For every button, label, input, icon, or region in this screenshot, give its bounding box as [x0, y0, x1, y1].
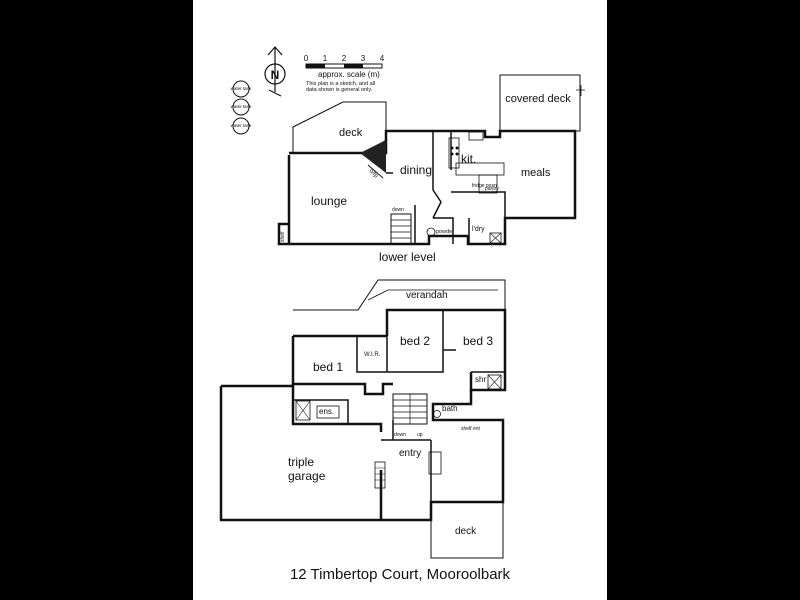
room-dining: dining: [400, 163, 432, 177]
room-deck-upper: deck: [455, 526, 477, 537]
lower-stairs: [390, 213, 412, 245]
label-fridge-position: fridge posn: [472, 183, 497, 189]
scale-note-1: This plan is a sketch, and all: [306, 81, 375, 87]
label-open-fireplace: o/fp: [368, 168, 380, 180]
label-stairs-up: up: [417, 432, 423, 438]
label-shelf-ent: shelf ent: [461, 426, 481, 432]
scale-tick-2: 2: [342, 54, 347, 63]
room-bed-2: bed 2: [400, 334, 430, 348]
scale-title: approx. scale (m): [318, 70, 380, 79]
scale-tick-0: 0: [304, 54, 309, 63]
water-tank-1: water tank: [231, 86, 253, 91]
scale-tick-3: 3: [361, 54, 366, 63]
lower-level-title: lower level: [379, 250, 436, 264]
north-arrow-icon: N: [264, 46, 286, 97]
room-bed-3: bed 3: [463, 334, 493, 348]
label-pantry: pantry: [485, 186, 499, 192]
floor-plan-sheet: 0 1 2 3 4 approx. scale (m) This plan is…: [193, 0, 607, 600]
label-stairs-down: down: [392, 207, 404, 213]
upper-level-plan: verandah bed 1 bed 2 bed 3 W.I.R. ens. b…: [219, 279, 507, 559]
room-deck-lower: deck: [339, 127, 363, 139]
upper-stairs: [392, 393, 428, 425]
floor-plan-drawing: 0 1 2 3 4 approx. scale (m) This plan is…: [219, 46, 585, 559]
room-garage-line-2: garage: [288, 469, 326, 483]
scale-note-2: data shown is general only.: [306, 87, 373, 93]
scale-tick-4: 4: [380, 54, 385, 63]
room-walk-in-robe: W.I.R.: [364, 352, 381, 358]
scale-tick-1: 1: [323, 54, 328, 63]
room-meals: meals: [521, 167, 551, 179]
property-address: 12 Timbertop Court, Mooroolbark: [289, 566, 511, 583]
label-shelf: shelf: [280, 231, 286, 242]
scale-bar: 0 1 2 3 4 approx. scale (m) This plan is…: [304, 54, 385, 93]
room-lounge: lounge: [311, 194, 347, 208]
room-shower: shr: [475, 375, 486, 384]
room-verandah: verandah: [406, 290, 448, 301]
north-label: N: [271, 68, 280, 82]
label-stairs-down-upper: down: [394, 432, 406, 438]
room-powder: powder: [436, 229, 454, 235]
lower-level-plan: deck covered deck dining kit. meals loun…: [277, 74, 585, 264]
room-laundry: l'dry: [472, 226, 485, 233]
room-covered-deck: covered deck: [505, 93, 571, 105]
room-ensuite: ens.: [319, 407, 334, 416]
room-entry: entry: [399, 448, 421, 459]
room-bed-1: bed 1: [313, 360, 343, 374]
water-tank-2: water tank: [231, 104, 253, 109]
water-tank-3: water tank: [231, 123, 253, 128]
room-bath: bath: [442, 404, 458, 413]
room-kitchen: kit.: [461, 152, 476, 166]
water-tanks: water tank water tank water tank: [231, 80, 253, 135]
room-garage-line-1: triple: [288, 455, 314, 469]
